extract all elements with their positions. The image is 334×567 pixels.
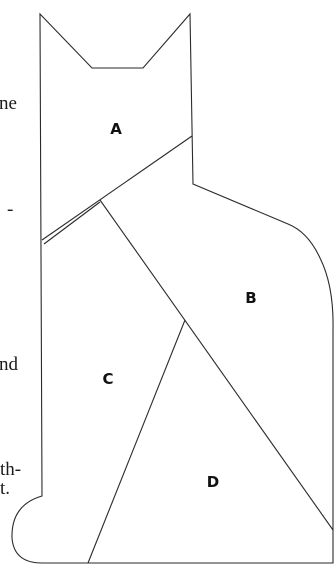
seam-c-d	[87, 319, 186, 564]
cropped-text-line-1: ne	[0, 93, 17, 114]
cropped-text-line-5: t.	[0, 478, 11, 499]
cropped-text-line-4: th-	[0, 459, 22, 480]
cropped-text-line-2: -	[7, 199, 14, 220]
seam-a-c-inner	[43, 201, 101, 245]
cat-outline	[11, 12, 334, 564]
region-label-b: B	[245, 289, 256, 307]
cropped-text-line-3: nd	[0, 354, 18, 375]
seam-a-c	[41, 135, 193, 241]
region-label-d: D	[207, 473, 219, 491]
region-label-a: A	[110, 120, 122, 138]
seam-b-c-d	[99, 199, 334, 531]
region-label-c: C	[102, 370, 113, 388]
